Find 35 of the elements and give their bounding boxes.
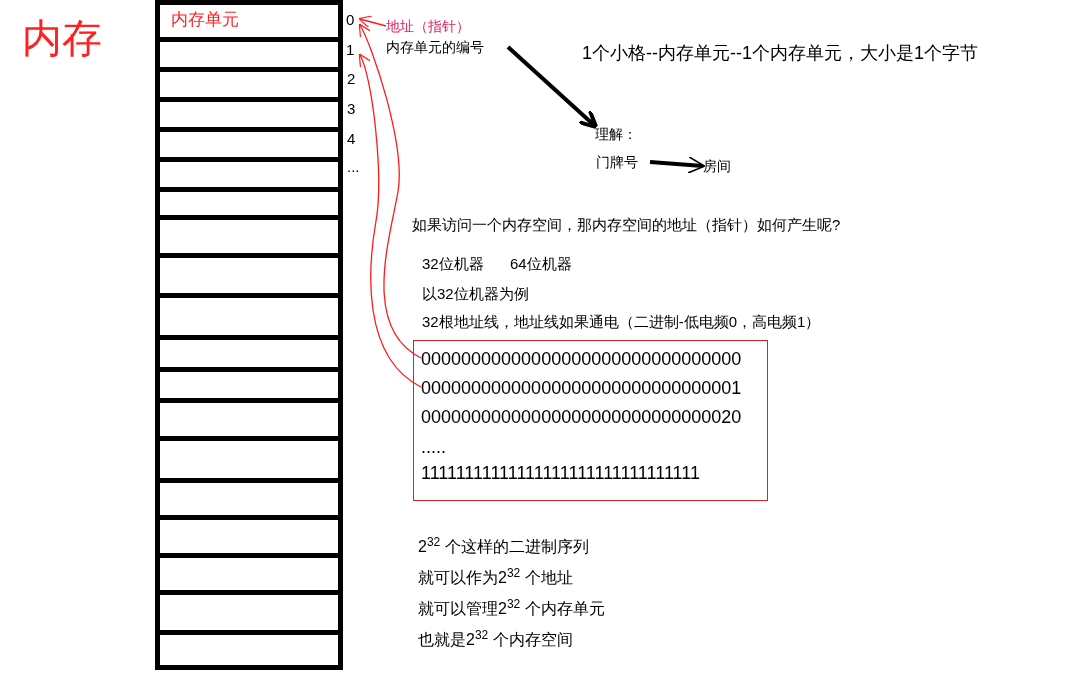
note-text: 32根地址线，地址线如果通电（二进制-低电频0，高电频1）	[422, 312, 821, 332]
address-number: 1	[346, 39, 360, 59]
title: 内存	[22, 18, 102, 58]
note-text: 如果访问一个内存空间，那内存空间的地址（指针）如何产生呢?	[412, 215, 841, 235]
memory-column	[155, 0, 343, 670]
house-number-label: 门牌号	[596, 152, 650, 172]
arrow	[649, 156, 706, 174]
ellipsis: .....	[421, 434, 481, 458]
note-text: 1个小格--内存单元--1个内存单元，大小是1个字节	[582, 42, 978, 65]
note-text: 2	[347, 69, 356, 89]
note-text: 就可以管理2$^{32}$ 个内存单元	[418, 597, 605, 619]
binary-sequence: 11111111111111111111111111111111	[421, 460, 761, 484]
arrow	[358, 53, 422, 388]
room-label: 房间	[703, 156, 739, 176]
note-text: 就可以作为2$^{32}$ 个地址	[418, 566, 573, 588]
binary-sequence: 00000000000000000000000000000020	[421, 404, 761, 428]
note-text: 也就是2$^{32}$ 个内存空间	[418, 628, 573, 650]
arrow	[358, 15, 387, 29]
note-text: ...	[347, 157, 360, 177]
address-number: 0	[346, 9, 360, 29]
note-text: 32位机器	[422, 254, 484, 274]
arrow	[506, 45, 599, 130]
note-text: 3	[347, 99, 356, 119]
memory-cell-label: 内存单元	[163, 5, 340, 35]
arrow	[358, 23, 422, 359]
binary-box	[413, 340, 768, 501]
pointer-label: 地址（指针）	[386, 16, 486, 36]
note-text: 64位机器	[510, 254, 572, 274]
note-text: 4	[347, 129, 356, 149]
binary-sequence: 00000000000000000000000000000000	[421, 346, 761, 370]
note-text: 以32位机器为例	[422, 284, 529, 304]
note-text: 2$^{32}$ 个这样的二进制序列	[418, 535, 589, 557]
cell-number-label: 内存单元的编号	[386, 37, 508, 57]
binary-sequence: 00000000000000000000000000000001	[421, 375, 761, 399]
understanding-label: 理解：	[595, 124, 645, 144]
